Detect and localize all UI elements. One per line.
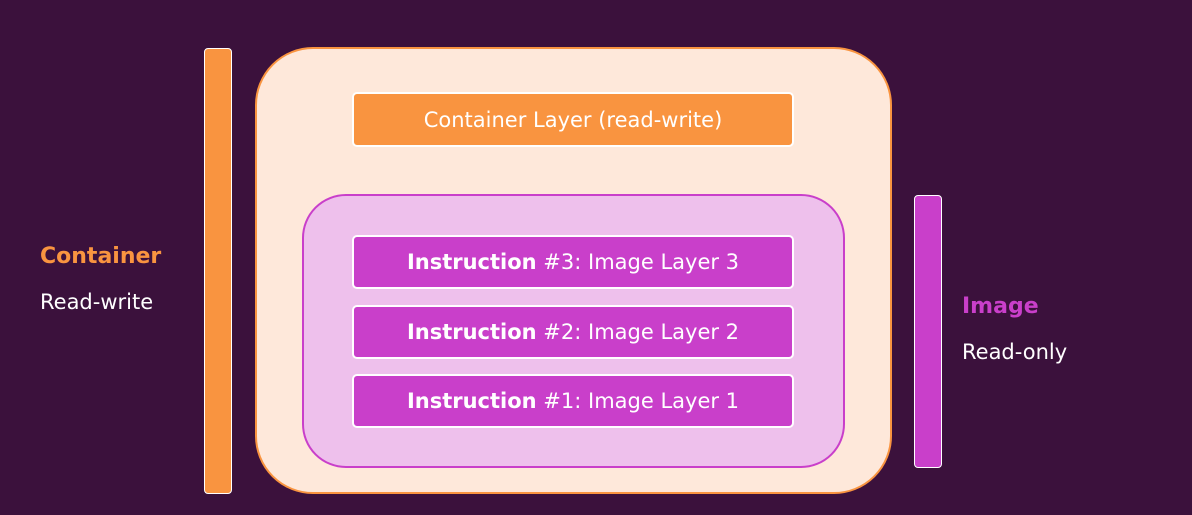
container-layer-label: Container Layer (read-write) (423, 107, 723, 132)
image-label-title: Image (962, 294, 1039, 319)
image-layer-1-prefix: Instruction (406, 389, 537, 413)
container-bracket-bar (204, 48, 232, 494)
container-label-subtitle: Read-write (40, 290, 154, 314)
image-label-subtitle: Read-only (962, 340, 1068, 364)
image-layer-2-prefix: Instruction (406, 320, 537, 344)
image-layer-2-suffix: #2: Image Layer 2 (536, 320, 740, 344)
container-layer: Container Layer (read-write) (352, 92, 794, 147)
image-layer-1: Instruction #1: Image Layer 1 (352, 374, 794, 428)
image-layer-1-suffix: #1: Image Layer 1 (536, 389, 740, 413)
image-layer-3-prefix: Instruction (406, 250, 537, 274)
image-layer-2: Instruction #2: Image Layer 2 (352, 305, 794, 359)
image-layer-3: Instruction #3: Image Layer 3 (352, 235, 794, 289)
container-label-title: Container (40, 244, 162, 269)
image-bracket-bar (914, 195, 942, 468)
image-layer-3-suffix: #3: Image Layer 3 (536, 250, 740, 274)
